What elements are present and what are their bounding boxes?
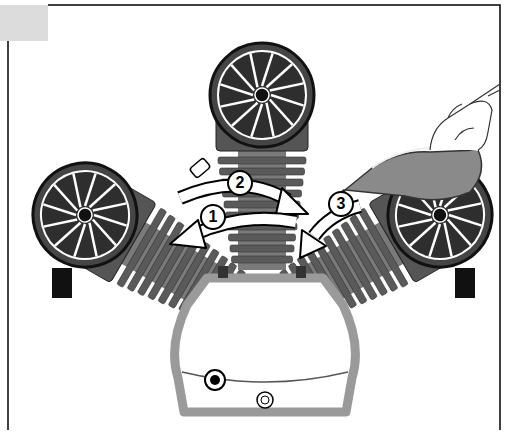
top-cylinder [210, 43, 314, 270]
sleeve [470, 84, 500, 104]
drain-plug [257, 392, 273, 408]
oil-can-top [372, 147, 478, 168]
cooling-fin [218, 157, 306, 164]
fan-spoke [94, 209, 127, 232]
fan-hub [255, 88, 269, 102]
mounting-foot [455, 268, 475, 298]
drain-plug-inner [261, 396, 269, 404]
arrow-head [276, 188, 308, 214]
fan-spoke [267, 64, 293, 87]
fan-spoke [250, 54, 257, 88]
fan-spoke [251, 104, 262, 137]
frame-border [8, 5, 500, 430]
fill-port [296, 266, 306, 278]
removed-cap [189, 158, 211, 179]
fan-spoke [79, 173, 102, 206]
oil-can-body [345, 150, 482, 200]
fan-spoke [231, 65, 254, 91]
arrow-one [170, 219, 296, 248]
crankcase [175, 278, 356, 412]
fan-spoke [44, 207, 78, 240]
fan-spoke [61, 174, 94, 208]
fan-spoke [270, 83, 304, 90]
arrow-head [300, 230, 326, 258]
fan-wheel [210, 43, 314, 147]
fan-hub [75, 205, 94, 224]
callout-number: 3 [328, 191, 354, 217]
fan-spoke [93, 191, 127, 224]
fan-spoke [221, 100, 255, 107]
fan-spoke [267, 103, 274, 137]
fan-spoke [270, 100, 293, 126]
cooling-fin [230, 245, 294, 252]
fan-rim [218, 51, 306, 139]
fan-spoke [220, 84, 253, 95]
frame-tab [0, 5, 48, 41]
fan-spoke [418, 224, 452, 257]
fan-spoke [449, 204, 482, 238]
hand [430, 101, 492, 150]
cooling-fin [229, 234, 296, 241]
fan-spoke [232, 103, 258, 126]
fan-spoke [406, 223, 439, 246]
fan-spoke [271, 95, 304, 106]
oil-sight-center [210, 375, 220, 385]
fan-spoke [68, 224, 91, 257]
fan-hub [430, 205, 449, 224]
callout-number: 2 [227, 170, 253, 196]
fan-spoke [448, 216, 471, 249]
oil-can [332, 84, 500, 200]
fan-spoke [43, 198, 76, 221]
fan-spoke [262, 53, 273, 86]
fan-spoke [77, 223, 110, 257]
fan-rim [25, 155, 145, 275]
mounting-foot [52, 268, 72, 298]
callout-number: 1 [200, 204, 226, 230]
oil-sight-glass [205, 370, 225, 390]
fill-port [218, 266, 228, 278]
arrow-three [300, 206, 360, 258]
cooling-fin [232, 256, 293, 263]
fan-wheel [14, 144, 156, 286]
arrow-head [170, 220, 206, 248]
